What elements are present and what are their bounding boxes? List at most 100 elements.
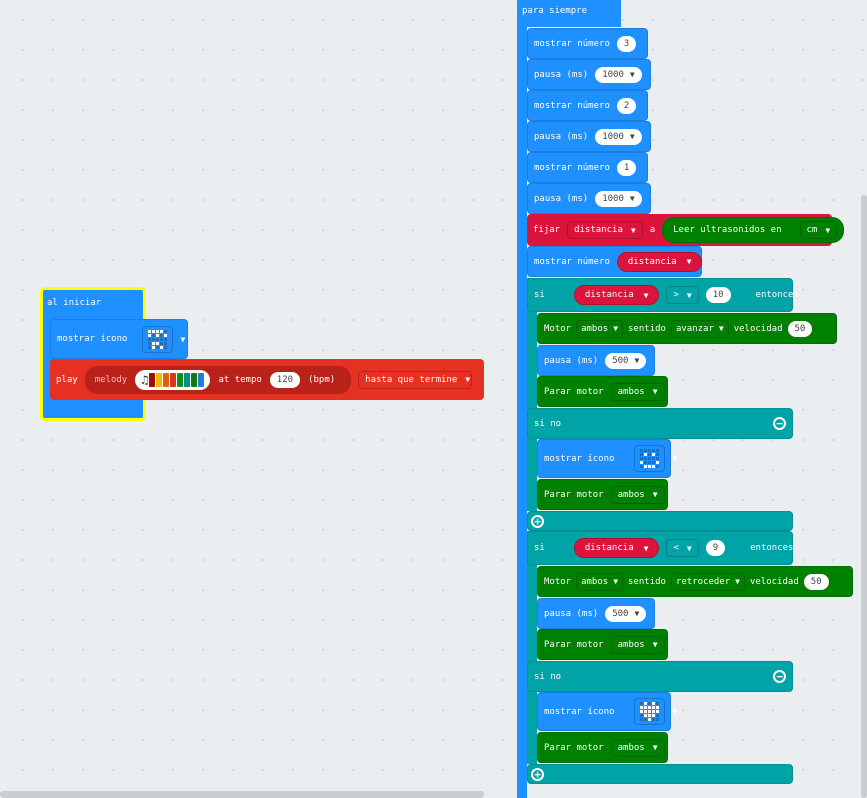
led [656, 453, 660, 456]
horizontal-scrollbar[interactable] [0, 791, 484, 798]
motor-dropdown[interactable]: ambos▼ [610, 485, 665, 504]
led-icon-picker[interactable] [634, 698, 666, 725]
number-input[interactable]: 50 [787, 320, 813, 337]
motor-dropdown[interactable]: ambos▼ [576, 572, 624, 591]
direction-dropdown[interactable]: retroceder▼ [670, 572, 745, 591]
play-melody-block[interactable]: play melody ♫ at tempo 120 (bpm) hasta q… [50, 359, 484, 400]
chevron-down-icon: ▼ [652, 743, 658, 752]
pause-block[interactable]: pausa (ms)1000▼ [527, 183, 651, 214]
block-label: sentido [628, 576, 666, 587]
stop-motor-block[interactable]: Parar motor ambos▼ [537, 732, 668, 763]
pause-block[interactable]: pausa (ms)1000▼ [527, 121, 651, 152]
block-label: Parar motor [544, 742, 604, 753]
led [648, 710, 652, 713]
if-else-spine [527, 278, 537, 511]
led [640, 461, 644, 464]
pause-block[interactable]: pausa (ms)500▼ [537, 345, 655, 376]
melody-reporter[interactable]: melody ♫ at tempo 120 (bpm) [84, 365, 352, 394]
led [160, 341, 164, 345]
variable-distancia[interactable]: distancia▼ [573, 285, 660, 305]
else-block[interactable]: si no − [527, 408, 793, 439]
pause-dropdown[interactable]: 1000▼ [595, 128, 642, 145]
led [652, 706, 656, 709]
remove-else-icon[interactable]: − [773, 670, 786, 683]
chevron-down-icon[interactable]: ▼ [672, 454, 678, 463]
add-else-icon[interactable]: + [531, 767, 544, 781]
vertical-scrollbar[interactable] [861, 195, 867, 798]
led [652, 714, 656, 717]
led [156, 345, 160, 349]
melody-note [170, 372, 177, 387]
play-mode-dropdown[interactable]: hasta que termine▼ [358, 370, 473, 389]
led [644, 718, 648, 721]
variable-distancia[interactable]: distancia▼ [573, 538, 660, 558]
led-icon-picker[interactable] [634, 445, 666, 472]
pause-block[interactable]: pausa (ms)1000▼ [527, 59, 651, 90]
add-else-icon[interactable]: + [531, 514, 544, 528]
play-label: play [56, 374, 78, 385]
else-block[interactable]: si no− [527, 661, 793, 692]
motor-dropdown[interactable]: ambos▼ [576, 319, 624, 338]
melody-note [184, 372, 191, 387]
variable-distancia[interactable]: distancia▼ [616, 251, 703, 272]
variable-dropdown[interactable]: distancia▼ [567, 221, 643, 239]
led-icon-picker[interactable] [142, 325, 174, 353]
show-number-block[interactable]: mostrar número 3 [527, 28, 648, 59]
number-input[interactable]: 10 [705, 287, 731, 303]
pause-block[interactable]: pausa (ms) 500▼ [537, 598, 655, 629]
led [652, 453, 656, 456]
led [152, 337, 156, 341]
unit-dropdown[interactable]: cm▼ [799, 221, 838, 239]
chevron-down-icon: ▼ [630, 225, 636, 235]
show-icon-block[interactable]: mostrar ícono▼ [537, 439, 677, 478]
pause-dropdown[interactable]: 1000▼ [595, 66, 642, 83]
pause-dropdown[interactable]: 500▼ [605, 352, 647, 369]
led [160, 329, 164, 333]
pause-dropdown[interactable]: 500▼ [605, 605, 647, 622]
motor-dropdown[interactable]: ambos▼ [610, 635, 665, 654]
chevron-down-icon[interactable]: ▼ [180, 334, 186, 344]
number-input[interactable]: 3 [616, 35, 637, 52]
motor-dropdown[interactable]: ambos▼ [610, 382, 665, 401]
direction-dropdown[interactable]: avanzar▼ [670, 319, 729, 338]
block-label: mostrar ícono [544, 706, 615, 717]
show-icon-block[interactable]: mostrar ícono ▼ [537, 692, 677, 731]
led [656, 457, 660, 460]
block-label: si no [534, 418, 562, 429]
number-input[interactable]: 9 [705, 540, 726, 556]
number-input[interactable]: 50 [803, 573, 829, 590]
remove-else-icon[interactable]: − [773, 417, 786, 430]
comparison-dropdown[interactable]: <▼ [666, 539, 699, 557]
led [640, 714, 644, 717]
show-icon-block[interactable]: mostrar ícono ▼ [50, 319, 188, 359]
if-else-spine [527, 531, 537, 764]
if-block-footer[interactable]: + [527, 764, 793, 784]
melody-editor[interactable]: ♫ [135, 369, 211, 390]
led [644, 465, 648, 468]
tempo-input[interactable]: 120 [269, 371, 301, 388]
number-input[interactable]: 2 [616, 97, 637, 114]
led [656, 461, 660, 464]
comparison-dropdown[interactable]: >▼ [666, 286, 699, 304]
melody-note [163, 372, 170, 387]
melody-label: melody [94, 374, 128, 385]
number-input[interactable]: 1 [616, 159, 637, 176]
chevron-down-icon[interactable]: ▼ [672, 707, 678, 716]
block-label: pausa (ms) [544, 608, 599, 619]
if-block-footer[interactable]: + [527, 511, 793, 531]
block-label: mostrar número [534, 38, 610, 49]
motor-dropdown[interactable]: ambos▼ [610, 738, 665, 757]
pause-dropdown[interactable]: 1000▼ [595, 190, 642, 207]
